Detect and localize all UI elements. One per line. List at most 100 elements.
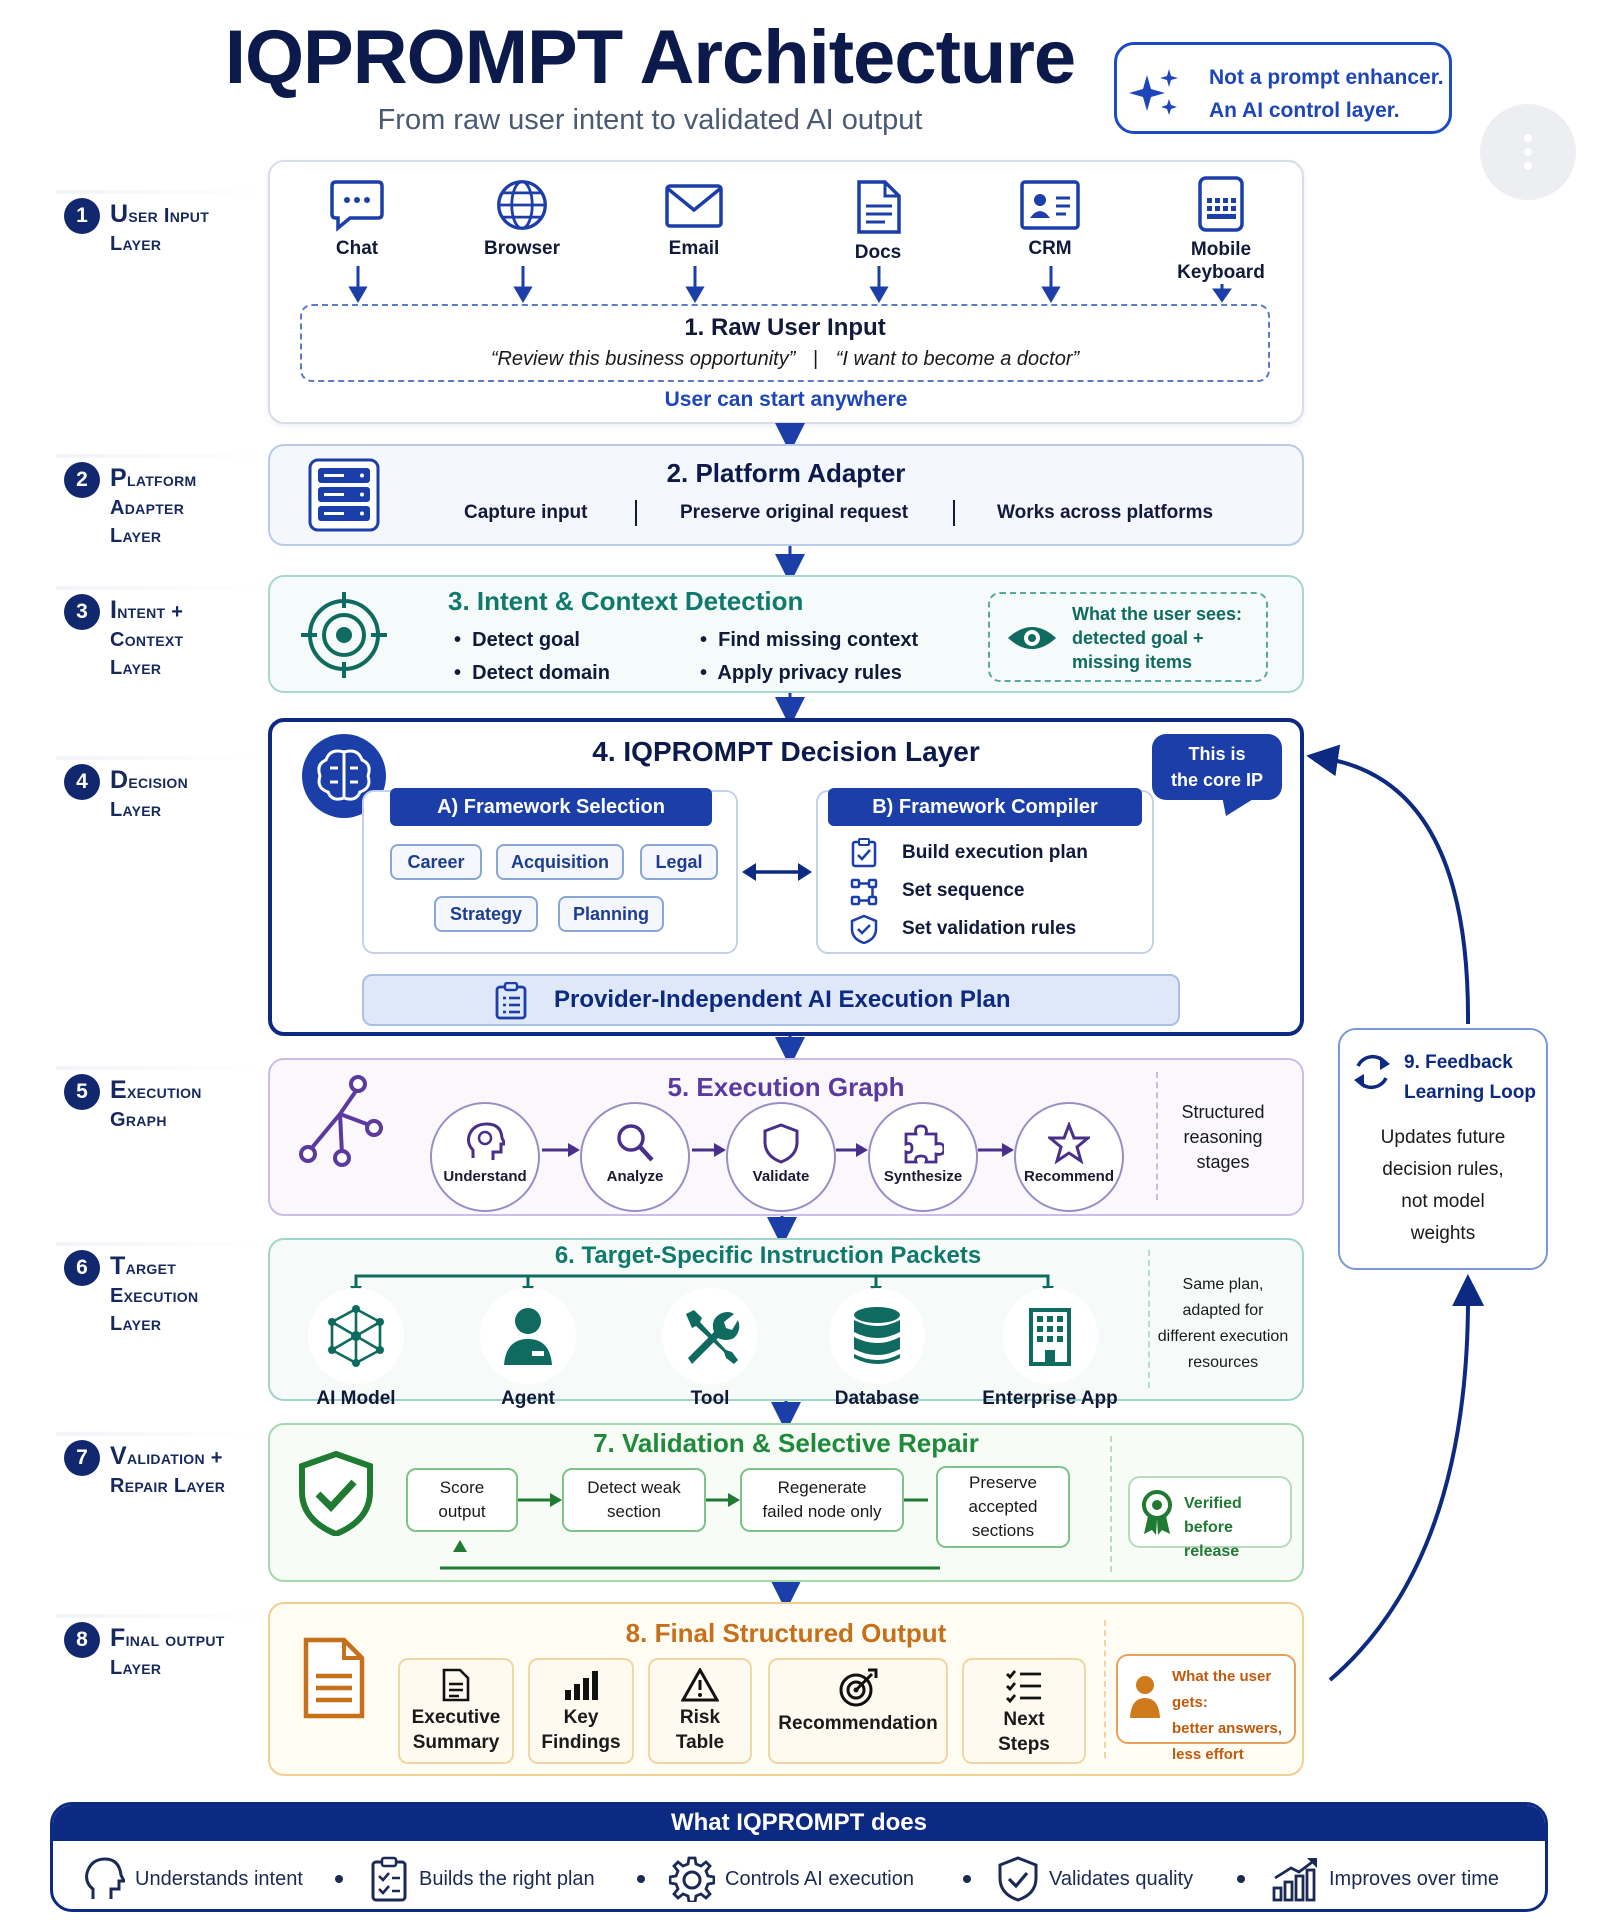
- raw-input-title: 1. Raw User Input: [684, 314, 886, 341]
- footer-item-builds: Builds the right plan: [369, 1856, 595, 1902]
- more-dot-icon: [1524, 148, 1532, 156]
- channel-browser: Browser: [447, 178, 597, 260]
- bubble-tail: [1222, 796, 1258, 816]
- bidirectional-arrow-icon: [742, 863, 812, 881]
- compiler-item-build: Build execution plan: [902, 842, 1088, 863]
- footer-separator-dot: [335, 1875, 343, 1883]
- execution-plan-label: Provider-Independent AI Execution Plan: [554, 986, 1011, 1013]
- framework-selection-heading: A) Framework Selection: [390, 788, 712, 826]
- more-dot-icon: [1524, 162, 1532, 170]
- stage-arrows: [542, 1143, 1014, 1157]
- final-output-title: 8. Final Structured Output: [625, 1618, 947, 1648]
- channel-chat: Chat: [282, 178, 432, 260]
- target-execution-panel: [268, 1238, 1304, 1401]
- execution-graph-title: 5. Execution Graph: [667, 1072, 905, 1102]
- start-anywhere-note: User can start anywhere: [664, 388, 908, 411]
- channel-crm: CRM: [975, 178, 1125, 260]
- output-document-icon: [303, 1637, 365, 1719]
- output-recommendation: Recommendation: [768, 1658, 948, 1764]
- framework-chip-acquisition[interactable]: Acquisition: [496, 844, 624, 880]
- globe-icon: [497, 180, 547, 230]
- shield-check-icon: [998, 1856, 1038, 1902]
- more-options-button[interactable]: [1480, 104, 1576, 200]
- footer-separator-dot: [963, 1875, 971, 1883]
- footer-item-understands: Understands intent: [81, 1857, 303, 1901]
- adapter-divider: [953, 500, 955, 526]
- footer-summary: What IQPROMPT does Understands intent Bu…: [50, 1802, 1548, 1912]
- page-subtitle: From raw user intent to validated AI out…: [377, 104, 923, 136]
- footer-item-validates: Validates quality: [997, 1856, 1193, 1902]
- badge-line-2: An AI control layer.: [1209, 99, 1400, 122]
- clipboard-check-icon: [851, 838, 877, 868]
- framework-chip-strategy[interactable]: Strategy: [434, 896, 538, 932]
- page-title: IQPROMPT Architecture: [224, 15, 1076, 100]
- intent-bullets-left: • Detect goal • Detect domain: [454, 629, 610, 684]
- footer-separator-dot: [1237, 1875, 1245, 1883]
- tagline-badge: Not a prompt enhancer. An AI control lay…: [1114, 42, 1452, 134]
- footer-separator-dot: [637, 1875, 645, 1883]
- channel-email: Email: [619, 178, 769, 260]
- framework-chip-career[interactable]: Career: [390, 844, 482, 880]
- gear-icon: [669, 1856, 715, 1902]
- stage-validate: Validate: [726, 1102, 836, 1212]
- repair-flow-arrows: [440, 1493, 940, 1570]
- refresh-cycle-icon: [1354, 1054, 1390, 1090]
- growth-chart-icon: [1272, 1858, 1317, 1902]
- stage-analyze: Analyze: [580, 1102, 690, 1212]
- sparkle-icon: [1129, 69, 1178, 115]
- compiler-item-validation: Set validation rules: [902, 918, 1077, 939]
- clipboard-check-icon: [371, 1856, 407, 1902]
- more-dot-icon: [1524, 134, 1532, 142]
- adapter-item-platforms: Works across platforms: [997, 502, 1214, 523]
- stage-recommend: Recommend: [1014, 1102, 1124, 1212]
- target-enterprise-app: Enterprise App: [965, 1288, 1135, 1410]
- eye-icon: [1008, 627, 1056, 649]
- graph-note-divider: [1156, 1072, 1158, 1200]
- summary-doc-icon: [442, 1668, 470, 1702]
- keyboard-icon: [1198, 176, 1244, 232]
- warning-triangle-icon: [681, 1668, 719, 1702]
- user-gets-box: What the user gets:better answers,less e…: [1116, 1654, 1296, 1763]
- intent-title: 3. Intent & Context Detection: [448, 586, 804, 616]
- framework-chip-legal[interactable]: Legal: [640, 844, 718, 880]
- target-database: Database: [792, 1288, 962, 1410]
- footer-item-controls: Controls AI execution: [669, 1856, 914, 1902]
- head-icon: [467, 1122, 505, 1160]
- database-icon: [854, 1307, 900, 1364]
- target-ai-model: AI Model: [271, 1288, 441, 1410]
- framework-chip-planning[interactable]: Planning: [558, 896, 664, 932]
- head-profile-icon: [85, 1857, 125, 1899]
- stage-understand: Understand: [430, 1102, 540, 1212]
- neural-network-icon: [328, 1305, 384, 1367]
- raw-input-example-1: “Review this business opportunity”: [490, 348, 796, 370]
- channel-docs: Docs: [803, 178, 953, 264]
- office-building-icon: [1029, 1308, 1071, 1366]
- checklist-icon: [1006, 1670, 1041, 1704]
- intent-bullets-right: • Find missing context • Apply privacy r…: [700, 629, 919, 684]
- user-sees-box: What the user sees:detected goal +missin…: [988, 592, 1268, 682]
- graph-network-icon: [299, 1075, 383, 1167]
- target-tool: Tool: [625, 1288, 795, 1410]
- target-agent: Agent: [443, 1288, 613, 1410]
- output-note-divider: [1104, 1620, 1106, 1758]
- puzzle-icon: [904, 1124, 944, 1164]
- target-crosshair-icon: [301, 592, 387, 678]
- magnifier-icon: [617, 1124, 654, 1162]
- plan-clipboard-icon: [495, 982, 527, 1020]
- adapter-item-preserve: Preserve original request: [680, 502, 909, 523]
- star-icon: [1048, 1122, 1090, 1164]
- award-ribbon-icon: [1142, 1490, 1172, 1535]
- agent-person-icon: [504, 1308, 552, 1365]
